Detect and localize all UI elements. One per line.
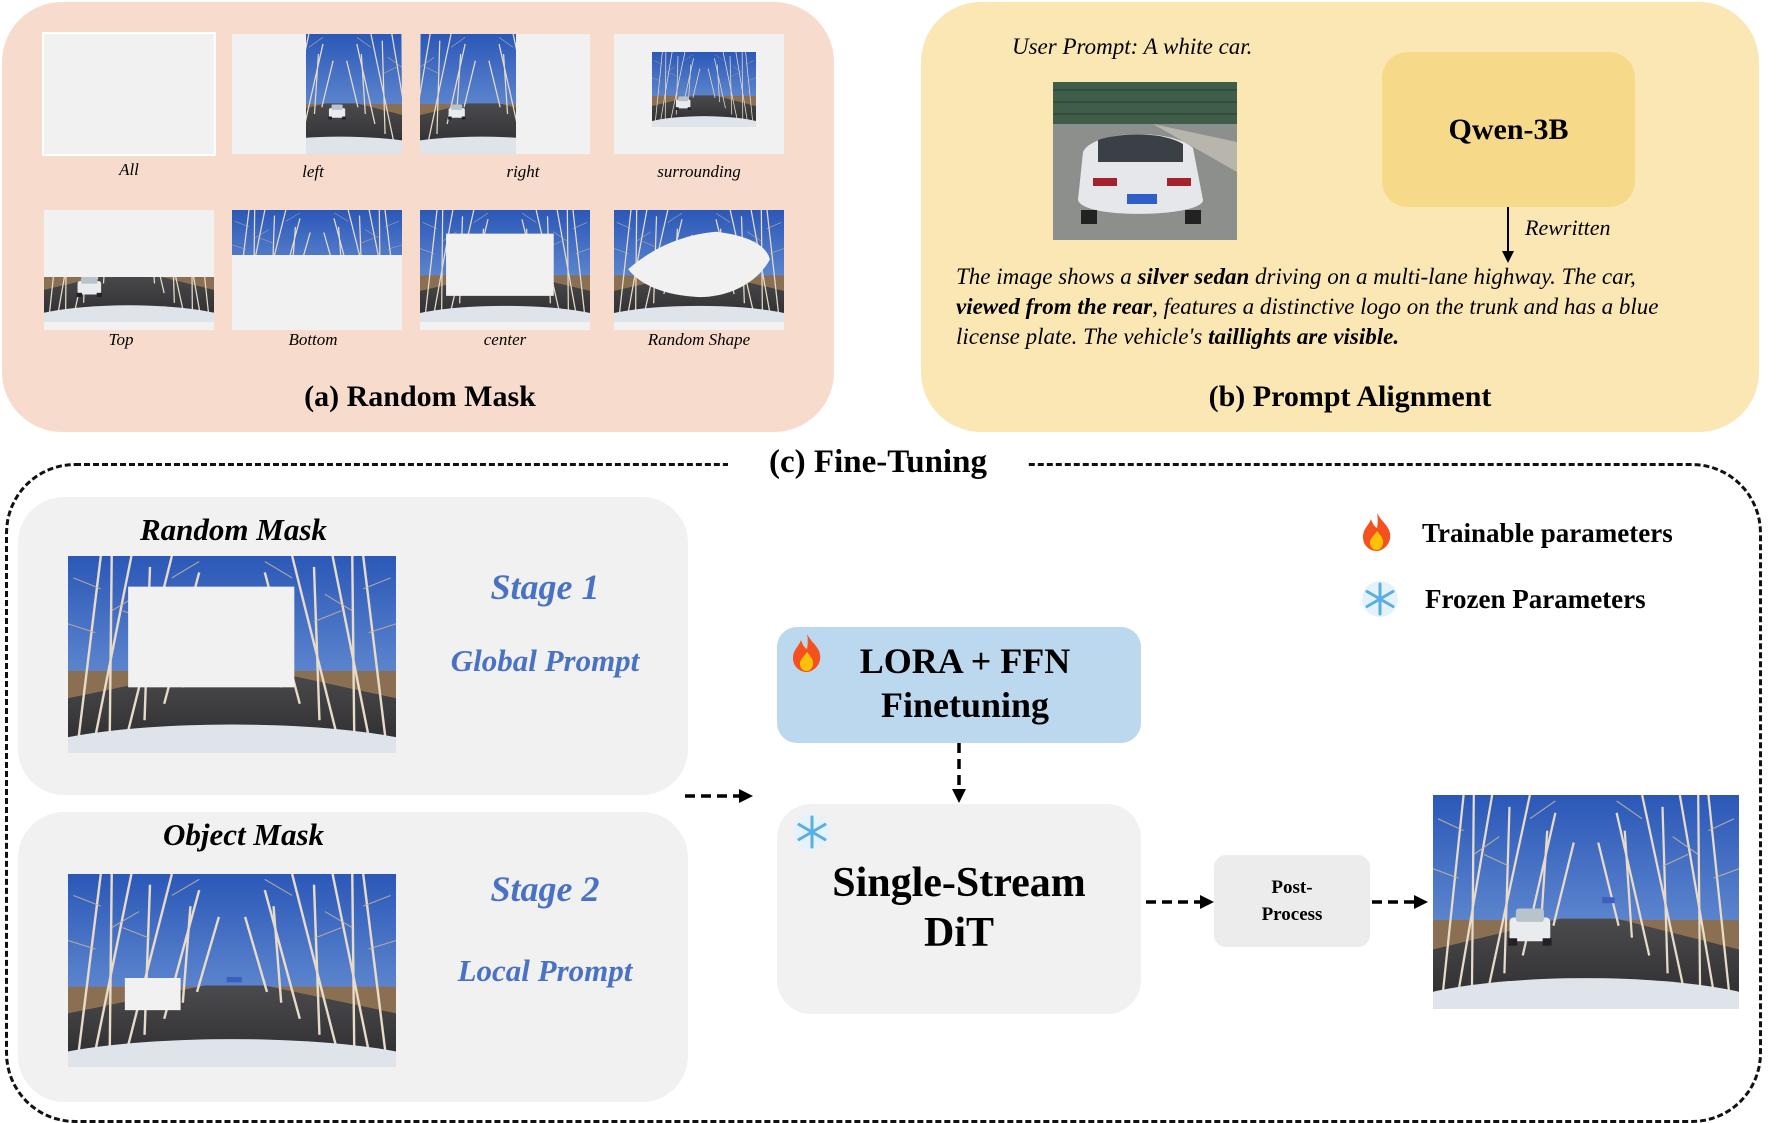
dit-line-2: DiT xyxy=(923,910,994,956)
panel-a-title: (a) Random Mask xyxy=(304,380,536,413)
label-random-shape: Random Shape xyxy=(647,330,751,349)
label-all: All xyxy=(119,160,139,179)
text-segment: license plate. The vehicle's xyxy=(956,324,1209,349)
post-line-2: Process xyxy=(1261,904,1323,925)
stage1-prompt: Global Prompt xyxy=(450,643,640,678)
arrow-post-to-output xyxy=(1372,895,1428,909)
arrow-stages-to-dit xyxy=(685,789,753,803)
panel-prompt-alignment xyxy=(921,2,1759,432)
stage1-heading: Random Mask xyxy=(140,512,327,547)
bold-segment: viewed from the rear xyxy=(956,294,1153,319)
legend-snowflake-icon xyxy=(1360,579,1400,624)
post-process-box: Post- Process xyxy=(1214,855,1370,947)
panel-c-title-wrap: (c) Fine-Tuning xyxy=(728,440,1028,490)
text-segment: driving on a multi-lane highway. The car… xyxy=(1249,264,1636,289)
thumbnail-random-shape xyxy=(614,210,784,330)
lora-ffn-box xyxy=(777,627,1141,743)
user-prompt: User Prompt: A white car. xyxy=(1012,34,1253,59)
stage2-object-mask-photo xyxy=(68,874,396,1067)
snowflake-icon xyxy=(792,812,832,857)
thumbnail-right xyxy=(420,34,590,154)
post-line-1: Post- xyxy=(1271,877,1313,898)
rewritten-line-2: viewed from the rear, features a distinc… xyxy=(956,292,1746,322)
legend-fire-icon xyxy=(1360,511,1394,556)
thumbnail-all xyxy=(42,32,216,156)
label-right: right xyxy=(506,162,540,181)
rewritten-line-1: The image shows a silver sedan driving o… xyxy=(956,262,1746,292)
stage2-heading: Object Mask xyxy=(163,817,325,852)
thumbnail-surrounding xyxy=(614,34,784,154)
text-segment: The image shows a xyxy=(956,264,1138,289)
dit-line-1: Single-Stream xyxy=(832,860,1086,906)
label-left: left xyxy=(302,162,324,181)
panel-c-title: (c) Fine-Tuning xyxy=(769,444,987,480)
legend-frozen: Frozen Parameters xyxy=(1425,584,1646,614)
lora-line-2: Finetuning xyxy=(880,685,1050,725)
label-surrounding: surrounding xyxy=(657,162,741,181)
arrow-lora-to-dit xyxy=(952,743,966,803)
label-center: center xyxy=(483,330,527,349)
thumbnail-top xyxy=(44,210,214,330)
stage1-label: Stage 1 xyxy=(490,567,600,607)
stage2-label: Stage 2 xyxy=(490,869,600,909)
thumbnail-bottom xyxy=(232,210,402,330)
qwen-model-label: Qwen-3B xyxy=(1448,112,1569,146)
lora-line-1: LORA + FFN xyxy=(859,641,1071,681)
fire-icon xyxy=(790,632,824,677)
arrow-dit-to-post xyxy=(1146,895,1214,909)
label-bottom: Bottom xyxy=(288,330,338,349)
rewritten-prompt-text: The image shows a silver sedan driving o… xyxy=(956,262,1746,352)
rewritten-line-3: license plate. The vehicle's taillights … xyxy=(956,322,1746,352)
panel-b-title: (b) Prompt Alignment xyxy=(1208,380,1492,413)
qwen-model-box: Qwen-3B xyxy=(1382,52,1635,207)
rewritten-arrow xyxy=(1502,207,1514,263)
stage1-random-mask-photo xyxy=(68,556,396,753)
legend-trainable: Trainable parameters xyxy=(1422,518,1673,548)
bold-segment: silver sedan xyxy=(1137,264,1250,289)
thumbnail-left xyxy=(232,34,402,154)
text-segment: , features a distinctive logo on the tru… xyxy=(1152,294,1659,319)
single-stream-dit-box xyxy=(777,804,1141,1014)
stage2-prompt: Local Prompt xyxy=(457,953,633,988)
white-car-photo xyxy=(1053,82,1237,240)
output-photo xyxy=(1433,795,1739,1009)
rewritten-label: Rewritten xyxy=(1525,215,1611,240)
label-top: Top xyxy=(108,330,134,349)
thumbnail-center xyxy=(420,210,590,330)
post-process-label: Post- Process xyxy=(1262,874,1323,928)
bold-segment: taillights are visible. xyxy=(1208,324,1400,349)
